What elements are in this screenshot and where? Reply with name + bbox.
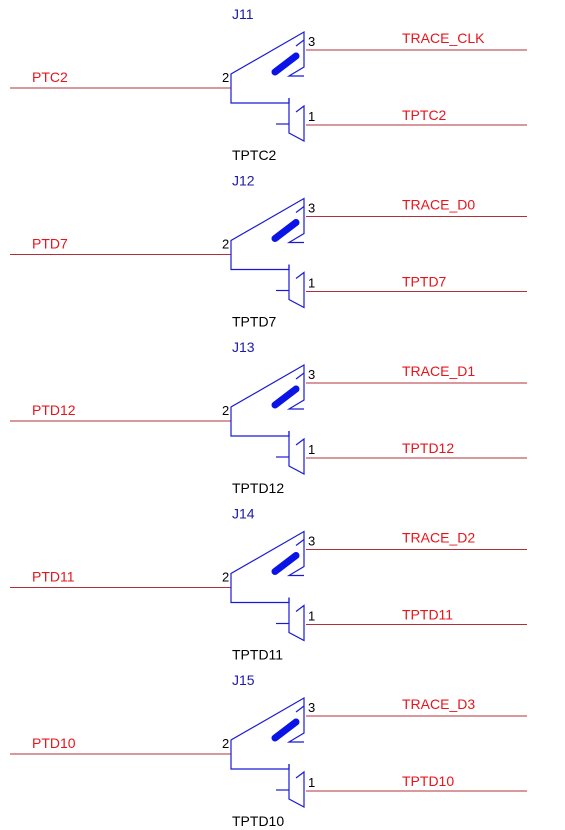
- part-value-label: TPTD7: [232, 314, 277, 330]
- shorting-bar[interactable]: [271, 552, 300, 575]
- jumper-body-mid: [230, 254, 290, 271]
- pin-number-1: 1: [308, 442, 315, 457]
- jumper-body-upper: [230, 696, 305, 754]
- reference-designator: J11: [232, 6, 254, 22]
- net-label-left: PTD7: [32, 236, 68, 252]
- part-value-label: TPTD10: [232, 813, 284, 829]
- pin-number-1: 1: [308, 276, 315, 291]
- jumper-contact-top: [295, 539, 305, 546]
- jumper-body-upper: [230, 363, 305, 421]
- pin-number-3: 3: [308, 34, 315, 49]
- pin-number-3: 3: [308, 534, 315, 549]
- reference-designator: J13: [232, 339, 255, 355]
- net-label-left: PTC2: [32, 69, 68, 85]
- jumper-body-lower: [288, 264, 305, 309]
- shorting-bar[interactable]: [271, 385, 300, 409]
- net-label-left: PTD11: [32, 569, 75, 585]
- net-label-bottom: TPTD10: [402, 773, 454, 789]
- net-label-bottom: TPTC2: [402, 107, 447, 123]
- jumper-contact-top: [295, 39, 305, 47]
- net-label-top: TRACE_D1: [402, 363, 475, 379]
- pin-number-2: 2: [222, 570, 229, 585]
- jumper-body-upper: [230, 30, 305, 88]
- net-label-left: PTD10: [32, 735, 76, 751]
- jumper-body-lower: [288, 98, 305, 142]
- pin-number-2: 2: [222, 70, 229, 85]
- part-value-label: TPTC2: [232, 147, 277, 163]
- jumper-contact-top: [295, 372, 305, 380]
- pin-number-3: 3: [308, 367, 315, 382]
- shorting-bar[interactable]: [271, 718, 300, 742]
- net-label-top: TRACE_D2: [402, 530, 475, 546]
- pin-number-2: 2: [222, 403, 229, 418]
- net-label-left: PTD12: [32, 402, 76, 418]
- jumper-contact-top: [295, 705, 305, 713]
- pin-number-3: 3: [308, 201, 315, 216]
- shorting-bar[interactable]: [271, 219, 300, 242]
- pin-number-2: 2: [222, 736, 229, 751]
- reference-designator: J12: [232, 173, 255, 189]
- jumper-body-mid: [230, 88, 290, 104]
- pin-number-1: 1: [308, 109, 315, 124]
- reference-designator: J14: [232, 506, 255, 522]
- pin-number-1: 1: [308, 775, 315, 790]
- jumper-body-lower: [288, 597, 305, 642]
- net-label-top: TRACE_D0: [402, 197, 475, 213]
- pin-number-1: 1: [308, 609, 315, 624]
- jumper-body-lower: [288, 431, 305, 475]
- net-label-top: TRACE_CLK: [402, 30, 485, 46]
- jumper-body-mid: [230, 421, 290, 437]
- part-value-label: TPTD11: [232, 647, 283, 663]
- jumper-body-mid: [230, 587, 290, 604]
- shorting-bar[interactable]: [271, 52, 300, 76]
- net-label-top: TRACE_D3: [402, 696, 475, 712]
- net-label-bottom: TPTD7: [402, 274, 447, 290]
- jumper-body-lower: [288, 764, 305, 808]
- pin-number-2: 2: [222, 237, 229, 252]
- pin-number-3: 3: [308, 700, 315, 715]
- part-value-label: TPTD12: [232, 480, 284, 496]
- jumper-body-upper: [230, 197, 305, 255]
- jumper-body-mid: [230, 754, 290, 770]
- net-label-bottom: TPTD12: [402, 440, 454, 456]
- jumper-contact-top: [295, 206, 305, 213]
- net-label-bottom: TPTD11: [402, 607, 453, 623]
- jumper-body-upper: [230, 530, 305, 588]
- reference-designator: J15: [232, 672, 255, 688]
